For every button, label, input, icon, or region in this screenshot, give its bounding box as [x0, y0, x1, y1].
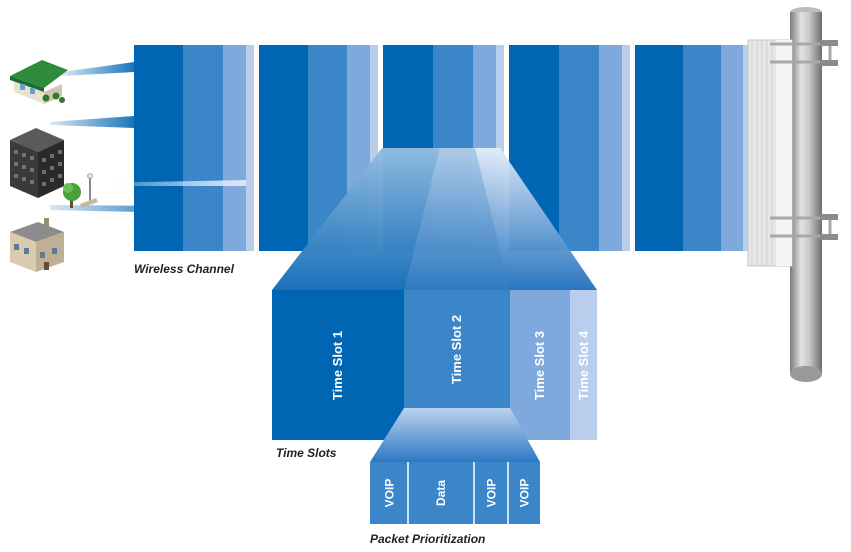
channel-frame-5-band-4: [743, 45, 751, 251]
beam-store: [62, 62, 134, 76]
time-slot-1: [272, 290, 404, 440]
packet-1: [370, 462, 408, 524]
time-slot-label-1: Time Slot 1: [330, 330, 346, 400]
packet-3: [474, 462, 508, 524]
packet-label-3: VOIP: [484, 478, 498, 508]
channel-frame-5-band-3: [721, 45, 743, 251]
antenna-pole-icon: [747, 7, 838, 382]
channel-frame-1-band-2: [183, 45, 223, 251]
packet-2: [408, 462, 474, 524]
street-lamp-icon: [80, 173, 98, 208]
time-slots-label: Time Slots: [276, 446, 337, 460]
packets-block: [370, 462, 540, 524]
channel-frame-2-band-4: [370, 45, 378, 251]
channel-frame-1-band-3: [223, 45, 246, 251]
channel-frame-1-band-1: [134, 45, 183, 251]
house-icon: [10, 218, 64, 272]
time-slot-4: [570, 290, 597, 440]
funnel-shape: [272, 148, 597, 290]
channel-frame-4-band-4: [622, 45, 630, 251]
time-slot-label-2: Time Slot 2: [449, 314, 465, 384]
beam-lamp: [92, 180, 246, 186]
time-slot-2: [404, 290, 510, 408]
channel-frame-1-band-4: [246, 45, 254, 251]
time-slot-label-4: Time Slot 4: [576, 330, 591, 400]
time-slot-label-3: Time Slot 3: [532, 330, 548, 400]
wireless-channel-label: Wireless Channel: [134, 262, 234, 276]
time-slots-block: [272, 290, 597, 440]
channel-frame-4-band-2: [559, 45, 599, 251]
packet-label-4: VOIP: [517, 478, 531, 508]
funnel-overlay-2: [404, 148, 510, 290]
time-slot-3: [510, 290, 570, 440]
channel-frame-5-band-2: [683, 45, 721, 251]
beam-office: [50, 116, 134, 128]
channel-frame-5-band-1: [635, 45, 683, 251]
office-building-icon: [10, 128, 64, 198]
packet-label-1: VOIP: [382, 478, 396, 508]
tree-icon: [63, 183, 81, 208]
packet-label-2: Data: [433, 479, 448, 507]
channel-frame-4-band-3: [599, 45, 622, 251]
packet-funnel-shape: [370, 408, 540, 462]
packet-prioritization-label: Packet Prioritization: [370, 532, 486, 546]
store-building-icon: [10, 60, 68, 104]
packet-4: [508, 462, 540, 524]
channel-frame-2-band-1: [259, 45, 308, 251]
channel-to-slots-funnel: [272, 148, 597, 290]
funnel-overlay-1: [272, 148, 440, 290]
slot-to-packets-funnel: [370, 408, 540, 462]
beam-house: [50, 205, 182, 213]
